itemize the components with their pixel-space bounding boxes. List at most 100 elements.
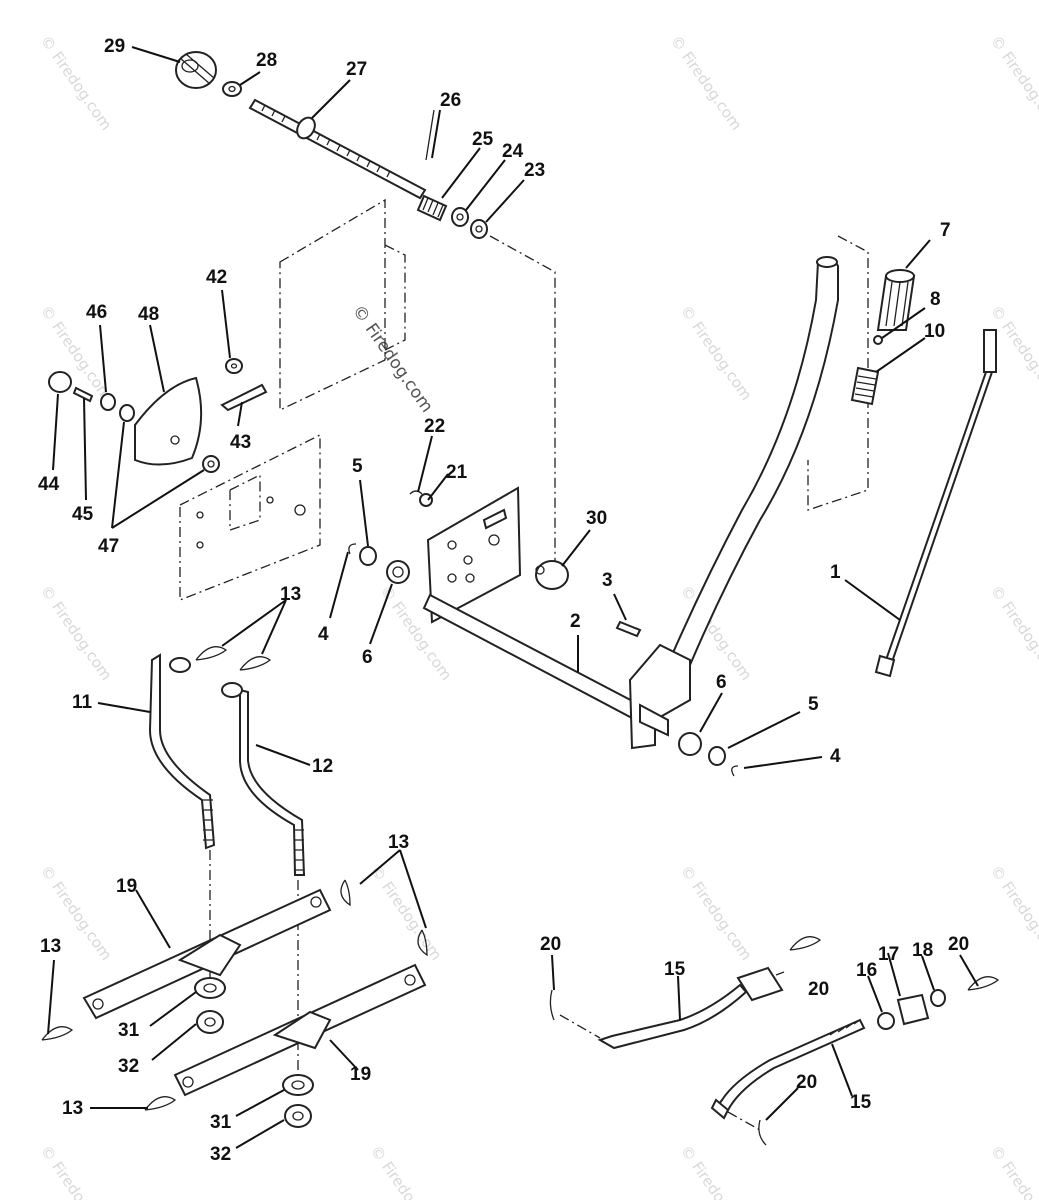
bushing-6-right	[678, 732, 702, 756]
link-rod-15-lower	[710, 1018, 866, 1120]
washer-42	[225, 358, 243, 374]
hairpin-20	[549, 936, 1000, 1146]
washer-5-right	[708, 746, 726, 766]
watermark: © Firedog.com	[987, 32, 1039, 134]
callout-31: 31	[210, 1112, 232, 1133]
callout-32: 32	[118, 1056, 139, 1077]
washer-47-a	[119, 404, 135, 422]
callout-13: 13	[62, 1098, 83, 1119]
lift-handle	[628, 256, 839, 750]
nut-32-upper	[196, 1010, 224, 1034]
lift-link-11	[148, 653, 216, 850]
clip-44	[48, 371, 72, 393]
callout-19: 19	[350, 1064, 371, 1085]
bracket-48	[134, 376, 203, 466]
callout-3: 3	[602, 570, 613, 591]
lift-arm-19-lower	[173, 963, 427, 1097]
callout-8: 8	[930, 289, 941, 310]
callout-16: 16	[856, 960, 877, 981]
nut-23	[470, 219, 488, 239]
callout-4: 4	[318, 624, 329, 645]
frame-plate	[179, 198, 406, 601]
washer-5-left	[359, 546, 377, 566]
callout-5: 5	[352, 456, 363, 477]
callout-25: 25	[472, 129, 494, 150]
callout-10: 10	[924, 321, 945, 342]
callouts: 29 28 27 26 25 24 23 7 8 10 42 46 48 22 …	[38, 36, 969, 1165]
washer-46	[100, 393, 116, 411]
callout-22: 22	[424, 416, 445, 437]
callout-20: 20	[796, 1072, 817, 1093]
button-8	[873, 335, 883, 345]
nut-16	[877, 1012, 895, 1030]
callout-27: 27	[346, 59, 367, 80]
callout-28: 28	[256, 50, 277, 71]
clip-43	[220, 383, 268, 412]
pin-3	[615, 620, 642, 638]
callout-13: 13	[280, 584, 301, 605]
callout-43: 43	[230, 432, 251, 453]
handle-phantom	[807, 235, 869, 511]
callout-21: 21	[446, 462, 468, 483]
hairpin-13	[41, 646, 428, 1111]
callout-11: 11	[72, 692, 93, 713]
clip-4-left	[348, 543, 357, 555]
alignment-line-15-lower	[727, 1111, 761, 1131]
callout-24: 24	[502, 141, 524, 162]
callout-4: 4	[830, 746, 841, 767]
watermark: © Firedog.com	[367, 1142, 446, 1200]
callout-18: 18	[912, 940, 933, 961]
watermark: © Firedog.com	[987, 582, 1039, 684]
callout-2: 2	[570, 611, 581, 632]
spring-25	[416, 194, 448, 222]
watermark: © Firedog.com	[367, 862, 446, 964]
watermark: © Firedog.com	[677, 302, 756, 404]
washer-47-b	[202, 455, 220, 473]
callout-15: 15	[850, 1092, 872, 1113]
callout-26: 26	[440, 90, 461, 111]
watermark: © Firedog.com	[667, 32, 746, 134]
washer-21	[419, 493, 433, 507]
callout-20: 20	[948, 934, 969, 955]
watermark: © Firedog.com	[987, 1142, 1039, 1200]
nut-18	[930, 989, 946, 1007]
watermark: © Firedog.com	[987, 862, 1039, 964]
watermark: © Firedog.com	[677, 862, 756, 964]
callout-48: 48	[138, 304, 159, 325]
callout-31: 31	[118, 1020, 140, 1041]
callout-12: 12	[312, 756, 333, 777]
callout-7: 7	[940, 220, 951, 241]
spacer-31-upper	[194, 977, 226, 999]
alignment-line-15-upper	[559, 1014, 601, 1039]
callout-20: 20	[540, 934, 561, 955]
trunnion-30	[535, 560, 569, 590]
callout-6: 6	[716, 672, 727, 693]
callout-13: 13	[388, 832, 409, 853]
watermark: © Firedog.com	[37, 582, 116, 684]
washer-24	[451, 207, 469, 227]
callout-45: 45	[72, 504, 94, 525]
nut-32-lower	[284, 1104, 312, 1128]
callout-32: 32	[210, 1144, 231, 1165]
lift-link-12	[221, 682, 306, 876]
watermark: © Firedog.com	[677, 1142, 756, 1200]
callout-20: 20	[808, 979, 829, 1000]
knob-29	[175, 51, 217, 89]
pin-26	[425, 109, 435, 161]
callout-15: 15	[664, 959, 686, 980]
lift-arm-19-upper	[82, 888, 332, 1020]
spacer-31-lower	[282, 1074, 314, 1096]
nut-28	[222, 81, 242, 97]
callout-46: 46	[86, 302, 107, 323]
callout-30: 30	[586, 508, 607, 529]
bolt-45	[72, 386, 94, 403]
watermark-center: © Firedog.com	[348, 301, 437, 416]
callout-17: 17	[878, 944, 899, 965]
clip-22	[409, 490, 423, 495]
lift-rod-1	[874, 329, 997, 678]
callout-6: 6	[362, 647, 373, 668]
callout-47: 47	[98, 536, 119, 557]
link-rod-15-upper	[597, 966, 785, 1050]
callout-19: 19	[116, 876, 137, 897]
